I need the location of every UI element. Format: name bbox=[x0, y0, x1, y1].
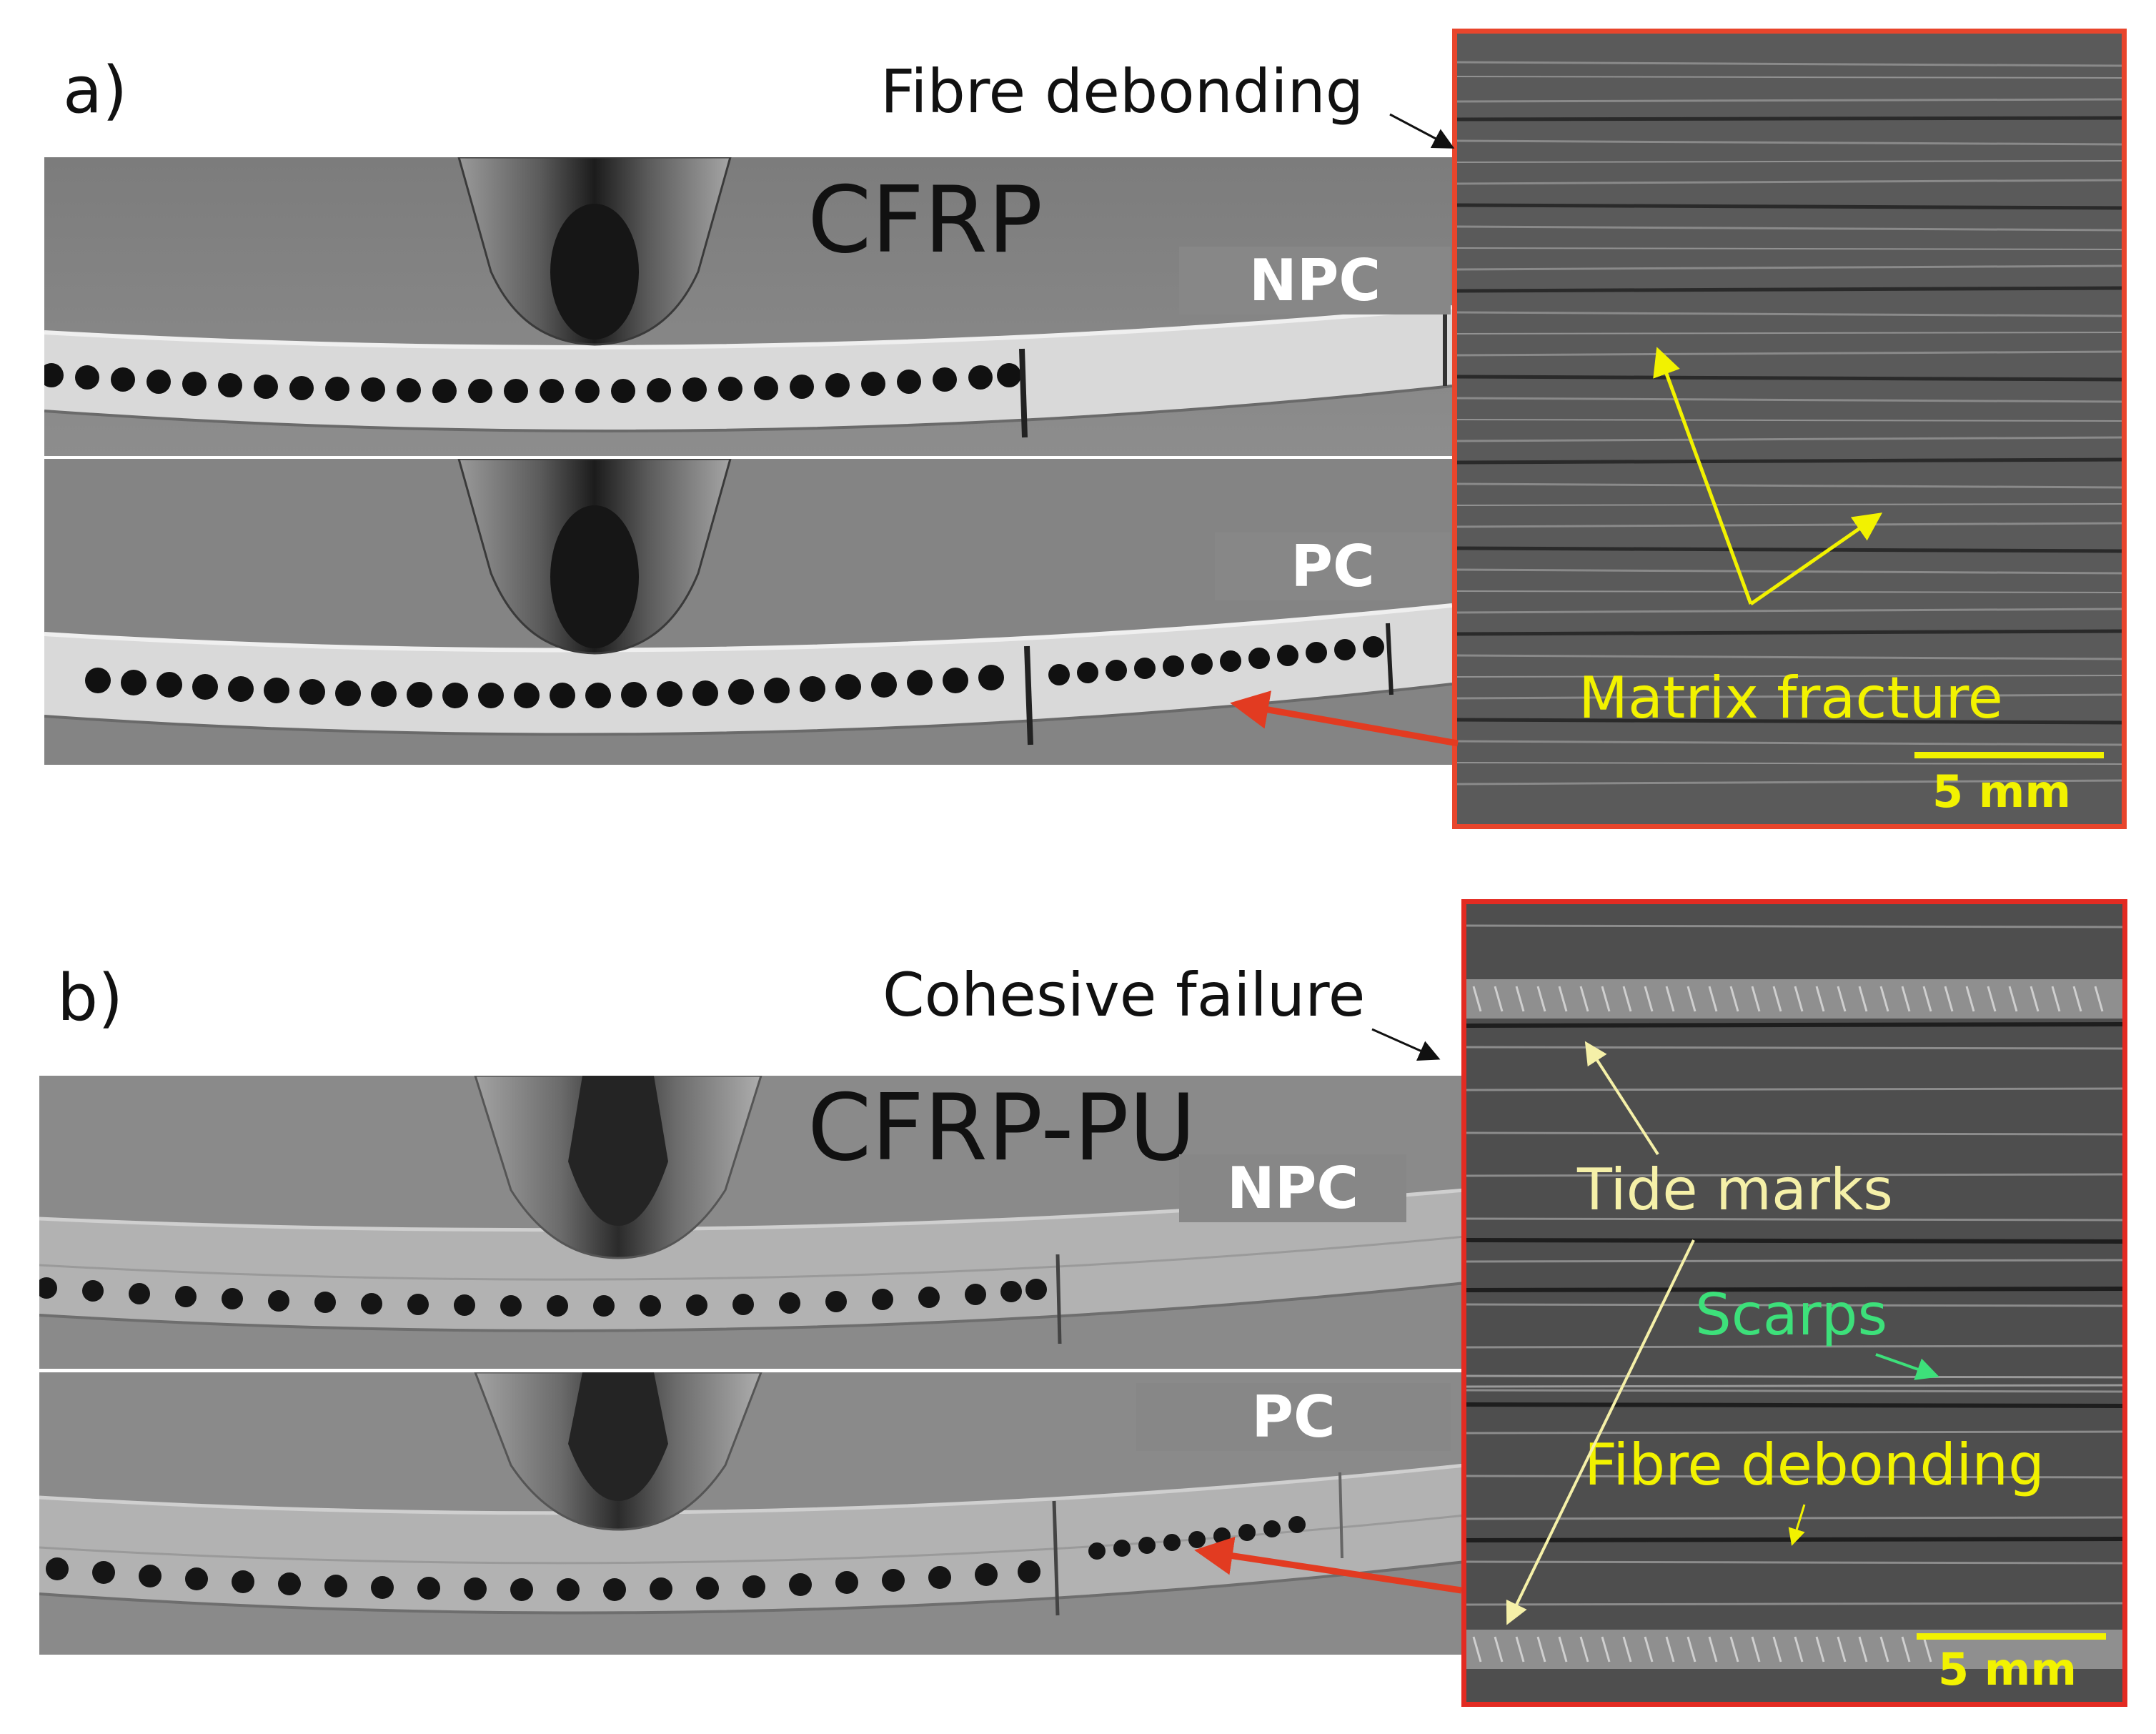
matrix-fracture-label: Matrix fracture bbox=[1579, 665, 2003, 731]
panel-a-fibre-debonding-annotation: Fibre debonding bbox=[880, 56, 1364, 127]
panel-a-micrograph: Matrix fracture 5 mm bbox=[1452, 29, 2127, 829]
panel-b-material-label: CFRP-PU bbox=[808, 1075, 1196, 1181]
panel-b-micrograph: Tide marks Scarps Fibre debonding 5 mm bbox=[1461, 899, 2127, 1707]
panel-b-cohesive-failure-annotation: Cohesive failure bbox=[883, 960, 1366, 1030]
panel-a-pc-photo bbox=[44, 459, 1452, 765]
panel-b-fibre-debonding-label: Fibre debonding bbox=[1584, 1432, 2045, 1498]
panel-b-scale-bar bbox=[1917, 1633, 2106, 1640]
panel-a-pc-tag: PC bbox=[1215, 532, 1451, 600]
panel-a-letter: a) bbox=[63, 53, 128, 128]
fibre-debonding-pointer bbox=[1389, 113, 1455, 149]
panel-a-scale-bar bbox=[1914, 752, 2104, 758]
cohesive-failure-pointer bbox=[1371, 1028, 1441, 1061]
tide-marks-label: Tide marks bbox=[1577, 1156, 1893, 1223]
panel-b-npc-tag: NPC bbox=[1179, 1154, 1406, 1222]
panel-a-material-label: CFRP bbox=[808, 167, 1043, 274]
panel-b-npc-photo bbox=[39, 1076, 1465, 1369]
scarps-label: Scarps bbox=[1695, 1282, 1888, 1348]
panel-a-scale-label: 5 mm bbox=[1932, 766, 2071, 818]
panel-b-scale-label: 5 mm bbox=[1938, 1643, 2077, 1695]
panel-b-letter: b) bbox=[57, 961, 124, 1036]
panel-a-npc-tag: NPC bbox=[1179, 247, 1451, 314]
panel-b-pc-tag: PC bbox=[1136, 1383, 1451, 1451]
